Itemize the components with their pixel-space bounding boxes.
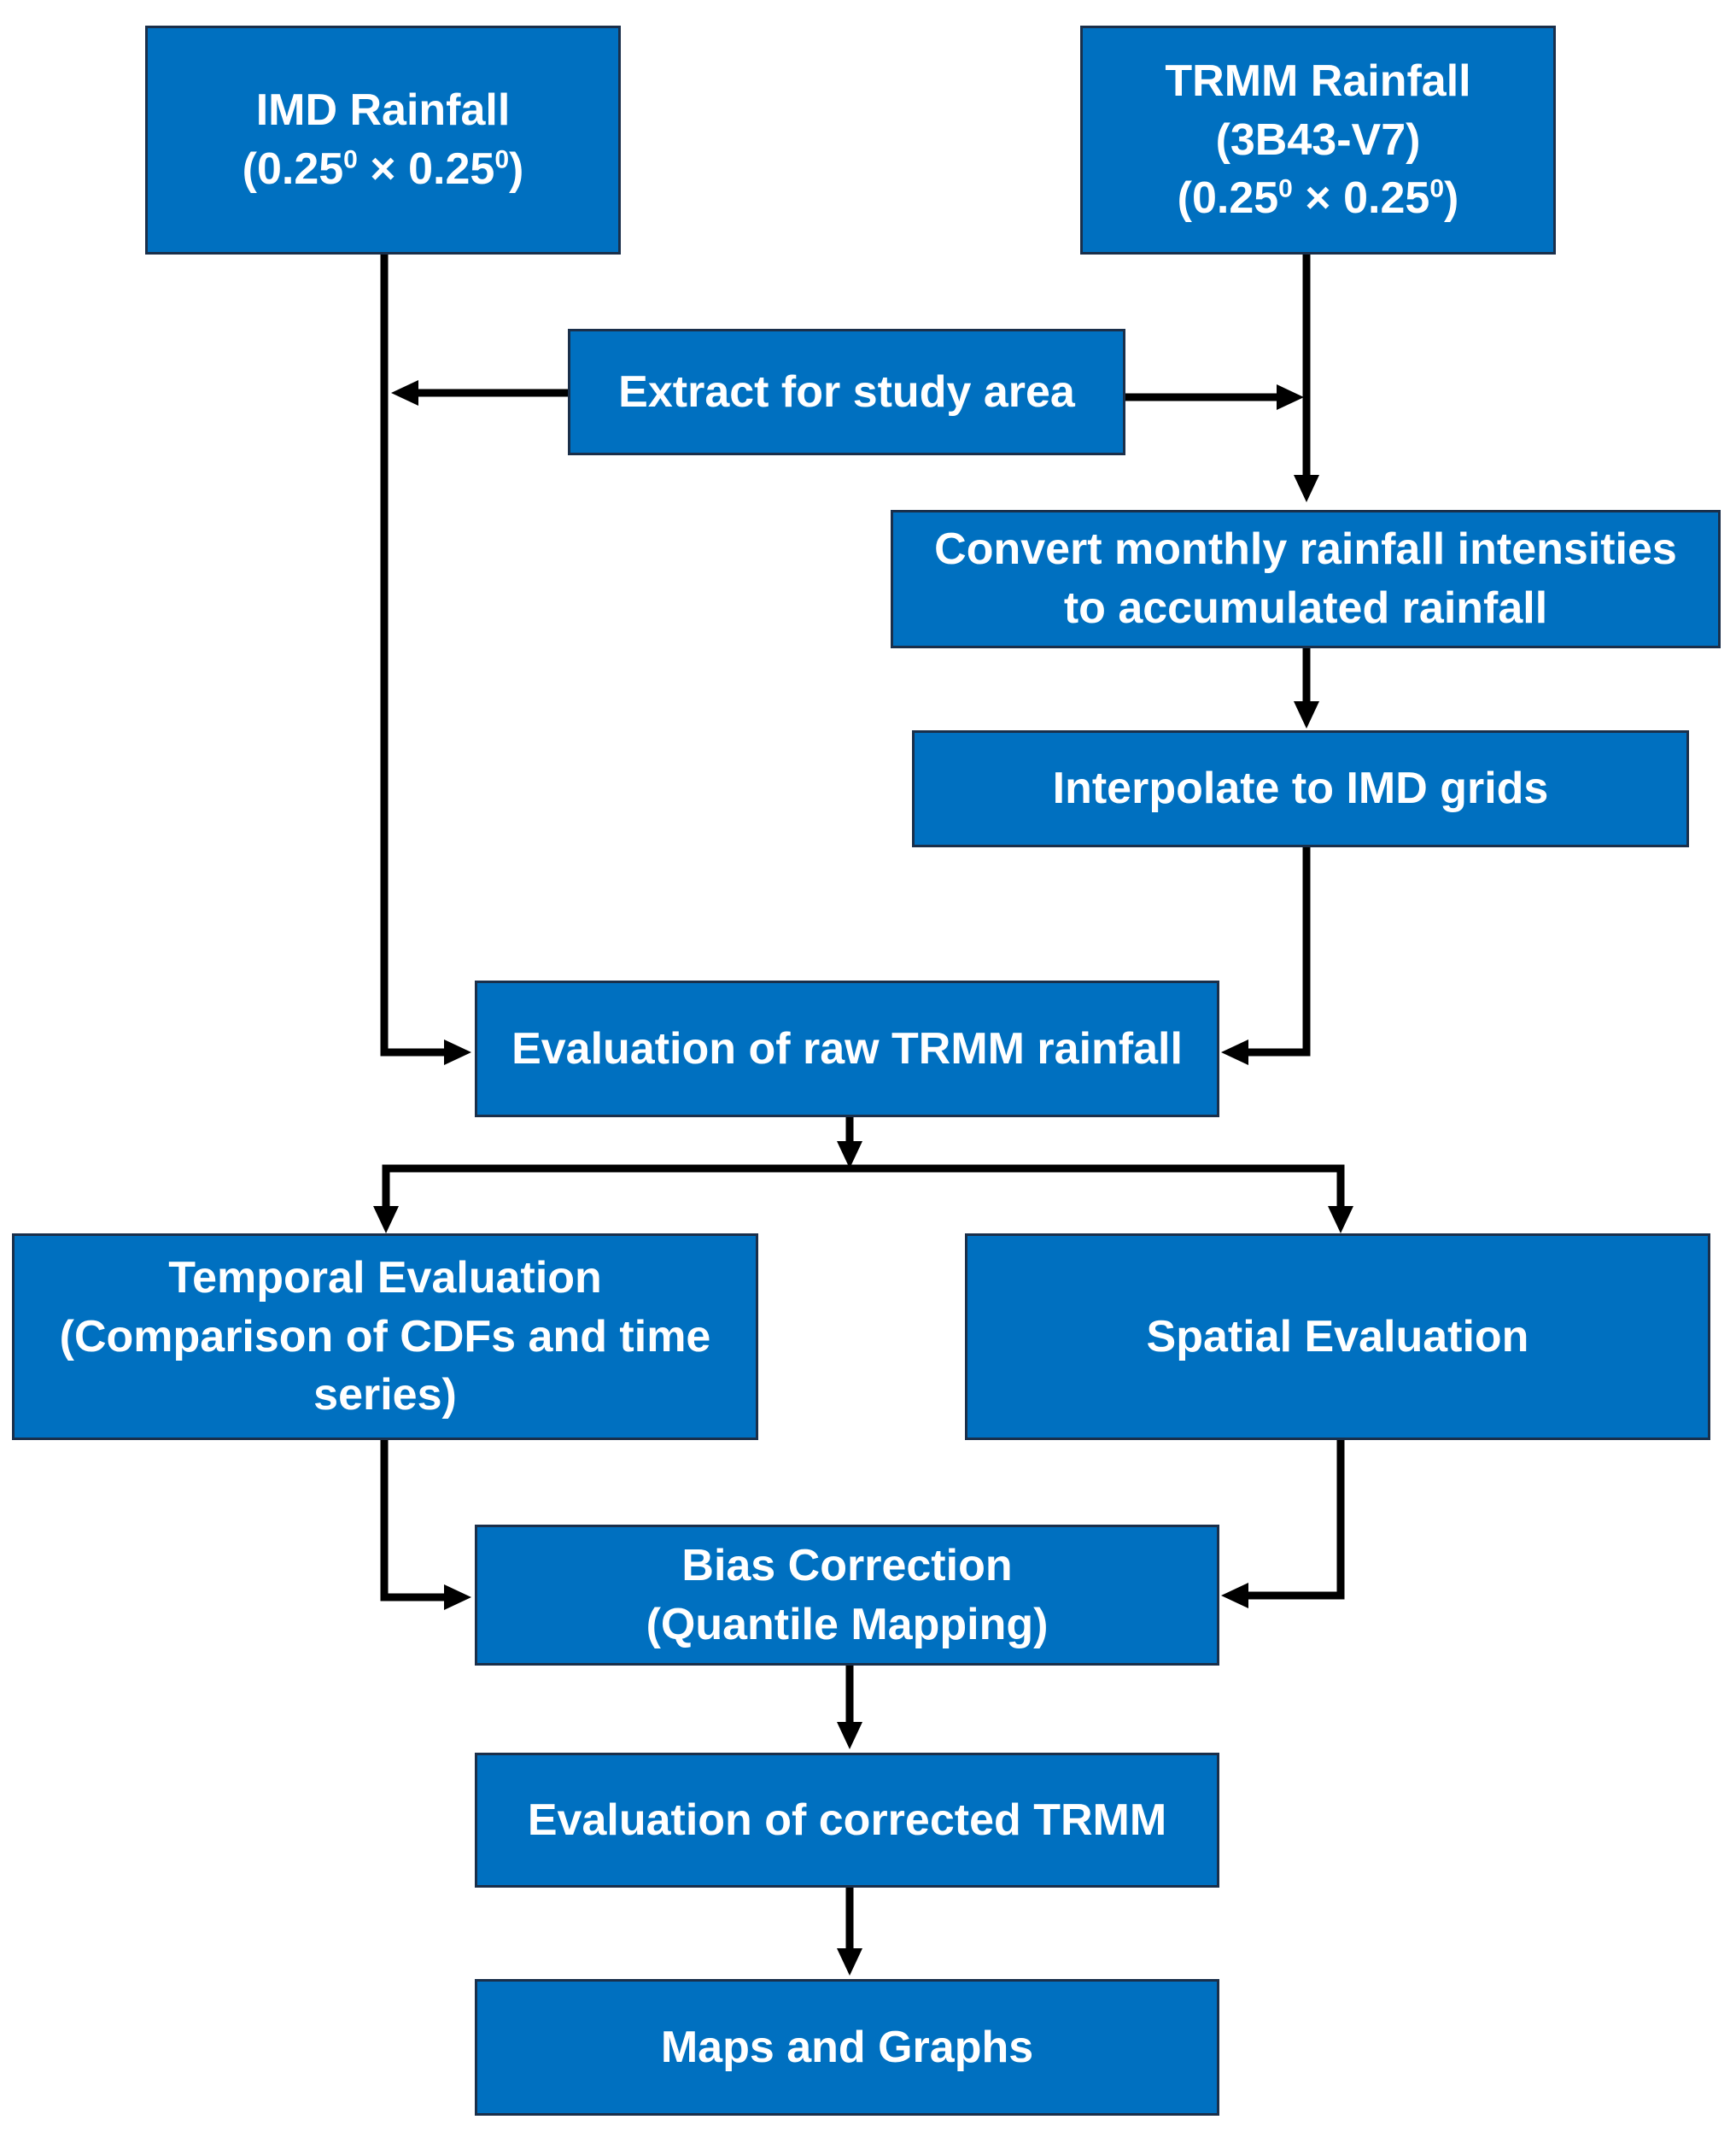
- split-connector: [382, 1164, 1345, 1210]
- arrow-spatial-to-bias: [1245, 1439, 1345, 1600]
- arrowhead-extract-right: [1277, 384, 1304, 410]
- convert-line-2: to accumulated rainfall: [1063, 583, 1548, 633]
- node-bias-correction: Bias Correction (Quantile Mapping): [475, 1525, 1219, 1666]
- trmm-resolution: (0.250 × 0.250): [1177, 173, 1459, 224]
- node-trmm-rainfall: TRMM Rainfall (3B43-V7) (0.250 × 0.250): [1080, 26, 1556, 255]
- node-maps-graphs: Maps and Graphs: [475, 1979, 1219, 2116]
- temporal-line-2: (Comparison of CDFs and time: [59, 1311, 711, 1361]
- trmm-title: TRMM Rainfall: [1165, 56, 1471, 107]
- node-evaluation-corrected: Evaluation of corrected TRMM: [475, 1753, 1219, 1888]
- temporal-line-3: series): [313, 1370, 457, 1420]
- arrow-interpolate-to-eval-raw: [1245, 846, 1311, 1057]
- bias-line-2: (Quantile Mapping): [646, 1599, 1049, 1649]
- arrowhead-to-temporal: [373, 1206, 399, 1233]
- node-convert-monthly: Convert monthly rainfall intensities to …: [891, 510, 1721, 648]
- arrowhead-convert-to-interpolate: [1294, 701, 1319, 729]
- extract-label: Extract for study area: [618, 366, 1075, 417]
- arrowhead-to-spatial: [1328, 1206, 1353, 1233]
- trmm-product: (3B43-V7): [1215, 114, 1421, 165]
- spatial-label: Spatial Evaluation: [1146, 1311, 1529, 1361]
- node-extract-study-area: Extract for study area: [568, 329, 1125, 455]
- temporal-line-1: Temporal Evaluation: [168, 1253, 602, 1303]
- node-spatial-evaluation: Spatial Evaluation: [965, 1233, 1710, 1440]
- arrowhead-extract-left: [391, 380, 418, 406]
- arrowhead-trmm-to-convert: [1294, 475, 1319, 502]
- interpolate-label: Interpolate to IMD grids: [1052, 764, 1549, 814]
- arrowhead-interpolate-to-eval-raw: [1221, 1039, 1248, 1065]
- eval-raw-label: Evaluation of raw TRMM rainfall: [511, 1023, 1183, 1074]
- arrow-temporal-to-bias: [380, 1439, 448, 1602]
- arrowhead-spatial-to-bias: [1221, 1583, 1248, 1608]
- arrowhead-eval-raw-down: [837, 1141, 862, 1168]
- node-interpolate-grids: Interpolate to IMD grids: [912, 730, 1689, 847]
- imd-title: IMD Rainfall: [255, 85, 511, 136]
- node-evaluation-raw: Evaluation of raw TRMM rainfall: [475, 981, 1219, 1117]
- convert-line-1: Convert monthly rainfall intensities: [934, 524, 1677, 575]
- arrowhead-bias-to-eval-corrected: [837, 1722, 862, 1749]
- node-imd-rainfall: IMD Rainfall (0.250 × 0.250): [145, 26, 621, 255]
- arrowhead-eval-corrected-to-maps: [837, 1948, 862, 1976]
- bias-line-1: Bias Correction: [681, 1540, 1013, 1590]
- imd-resolution: (0.250 × 0.250): [242, 144, 524, 194]
- arrowhead-temporal-to-bias: [444, 1584, 471, 1610]
- arrow-imd-to-eval-raw: [380, 255, 448, 1057]
- eval-corrected-label: Evaluation of corrected TRMM: [527, 1795, 1167, 1845]
- arrowhead-imd-to-eval-raw: [444, 1039, 471, 1065]
- maps-label: Maps and Graphs: [660, 2022, 1034, 2072]
- node-temporal-evaluation: Temporal Evaluation (Comparison of CDFs …: [12, 1233, 758, 1440]
